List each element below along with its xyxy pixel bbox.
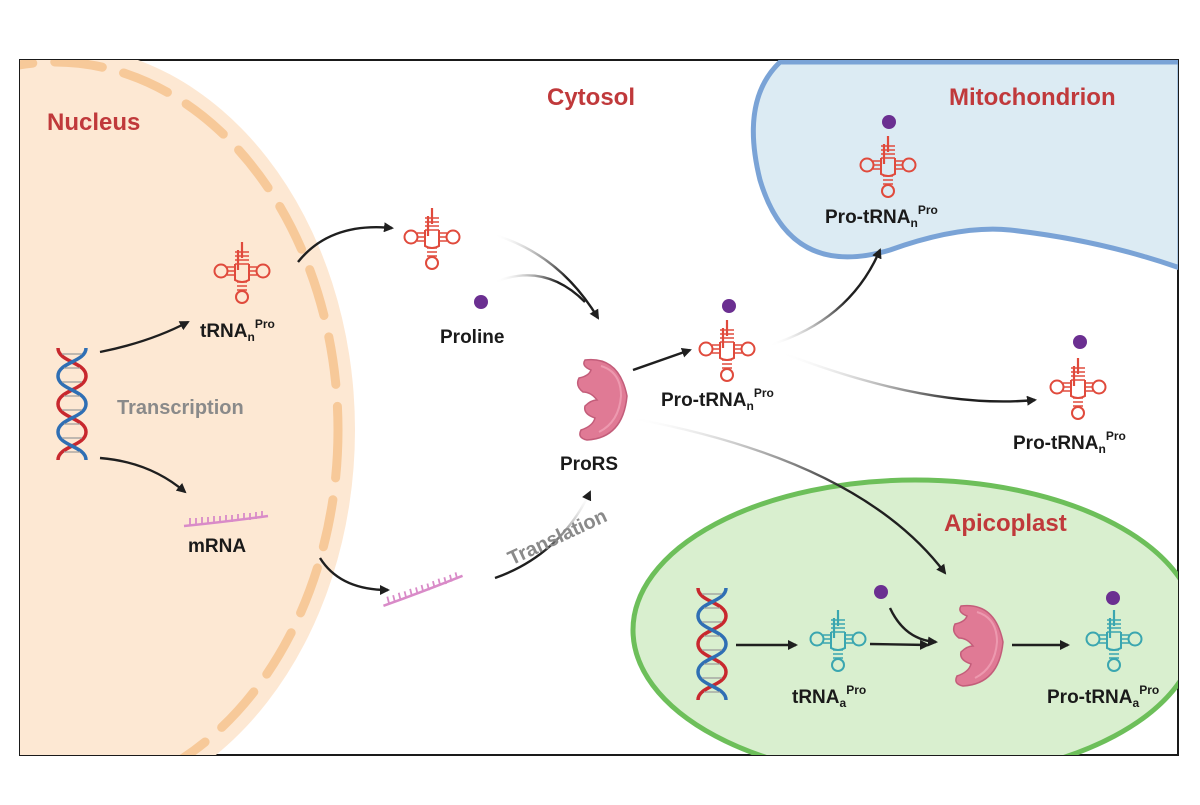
arrow-icon <box>869 639 930 650</box>
nucleus-region <box>20 60 355 755</box>
proline-label: Proline <box>440 327 505 348</box>
pathway-arrows <box>99 222 1070 650</box>
nucleus-label: Nucleus <box>47 109 141 136</box>
arrow-icon <box>494 233 600 320</box>
mitochondrion-label: Mitochondrion <box>949 84 1116 111</box>
proline-icon <box>474 295 488 309</box>
arrow-icon <box>99 456 187 494</box>
arrow-icon <box>888 607 938 647</box>
mitochondrion-region <box>750 60 1178 270</box>
pro-trna-n-label: Pro-tRNAnPro <box>661 386 774 413</box>
apicoplast-label: Apicoplast <box>944 510 1067 537</box>
arrow-icon <box>779 350 1037 406</box>
arrow-icon <box>494 274 586 303</box>
cytosol-label: Cytosol <box>547 84 636 111</box>
proline-icon <box>1073 335 1087 349</box>
proline-icon <box>882 115 896 129</box>
prors-label: ProRS <box>560 454 619 475</box>
trna-n-label: tRNAnPro <box>200 317 275 344</box>
arrow-icon <box>297 222 394 263</box>
proline-icon <box>722 299 736 313</box>
pro-trna-a-label: Pro-tRNAaPro <box>1047 683 1160 710</box>
apicoplast-region <box>630 477 1178 755</box>
mito-pro-trna-n-label: Pro-tRNAnPro <box>825 203 938 230</box>
trna-a-label: tRNAaPro <box>792 683 867 710</box>
cytosol-pro-trna-n-label: Pro-tRNAnPro <box>1013 429 1126 456</box>
arrow-icon <box>629 416 947 575</box>
mrna-label: mRNA <box>188 536 247 557</box>
arrow-icon <box>318 557 390 595</box>
transcription-label: Transcription <box>117 397 244 419</box>
nuclear-envelope <box>20 60 343 755</box>
proline-icon <box>874 585 888 599</box>
arrow-icon <box>99 320 190 354</box>
proline-icon <box>1106 591 1120 605</box>
arrow-icon <box>632 347 692 372</box>
arrow-icon <box>769 248 882 347</box>
arrow-icon <box>494 490 592 580</box>
